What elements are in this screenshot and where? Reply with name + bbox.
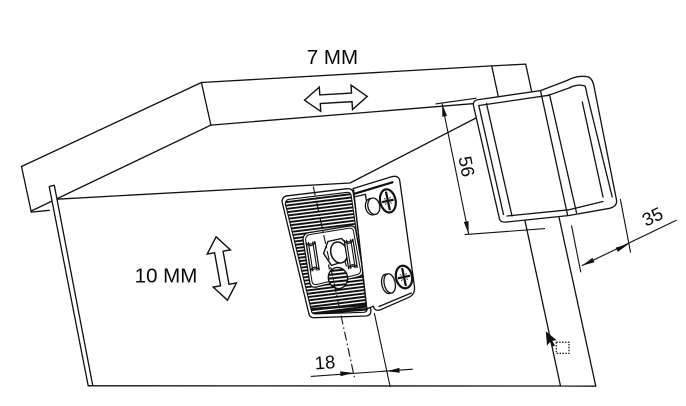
- svg-text:7 MM: 7 MM: [307, 46, 358, 69]
- svg-text:56: 56: [454, 154, 479, 178]
- svg-text:10 MM: 10 MM: [135, 265, 198, 288]
- svg-text:18: 18: [314, 351, 336, 373]
